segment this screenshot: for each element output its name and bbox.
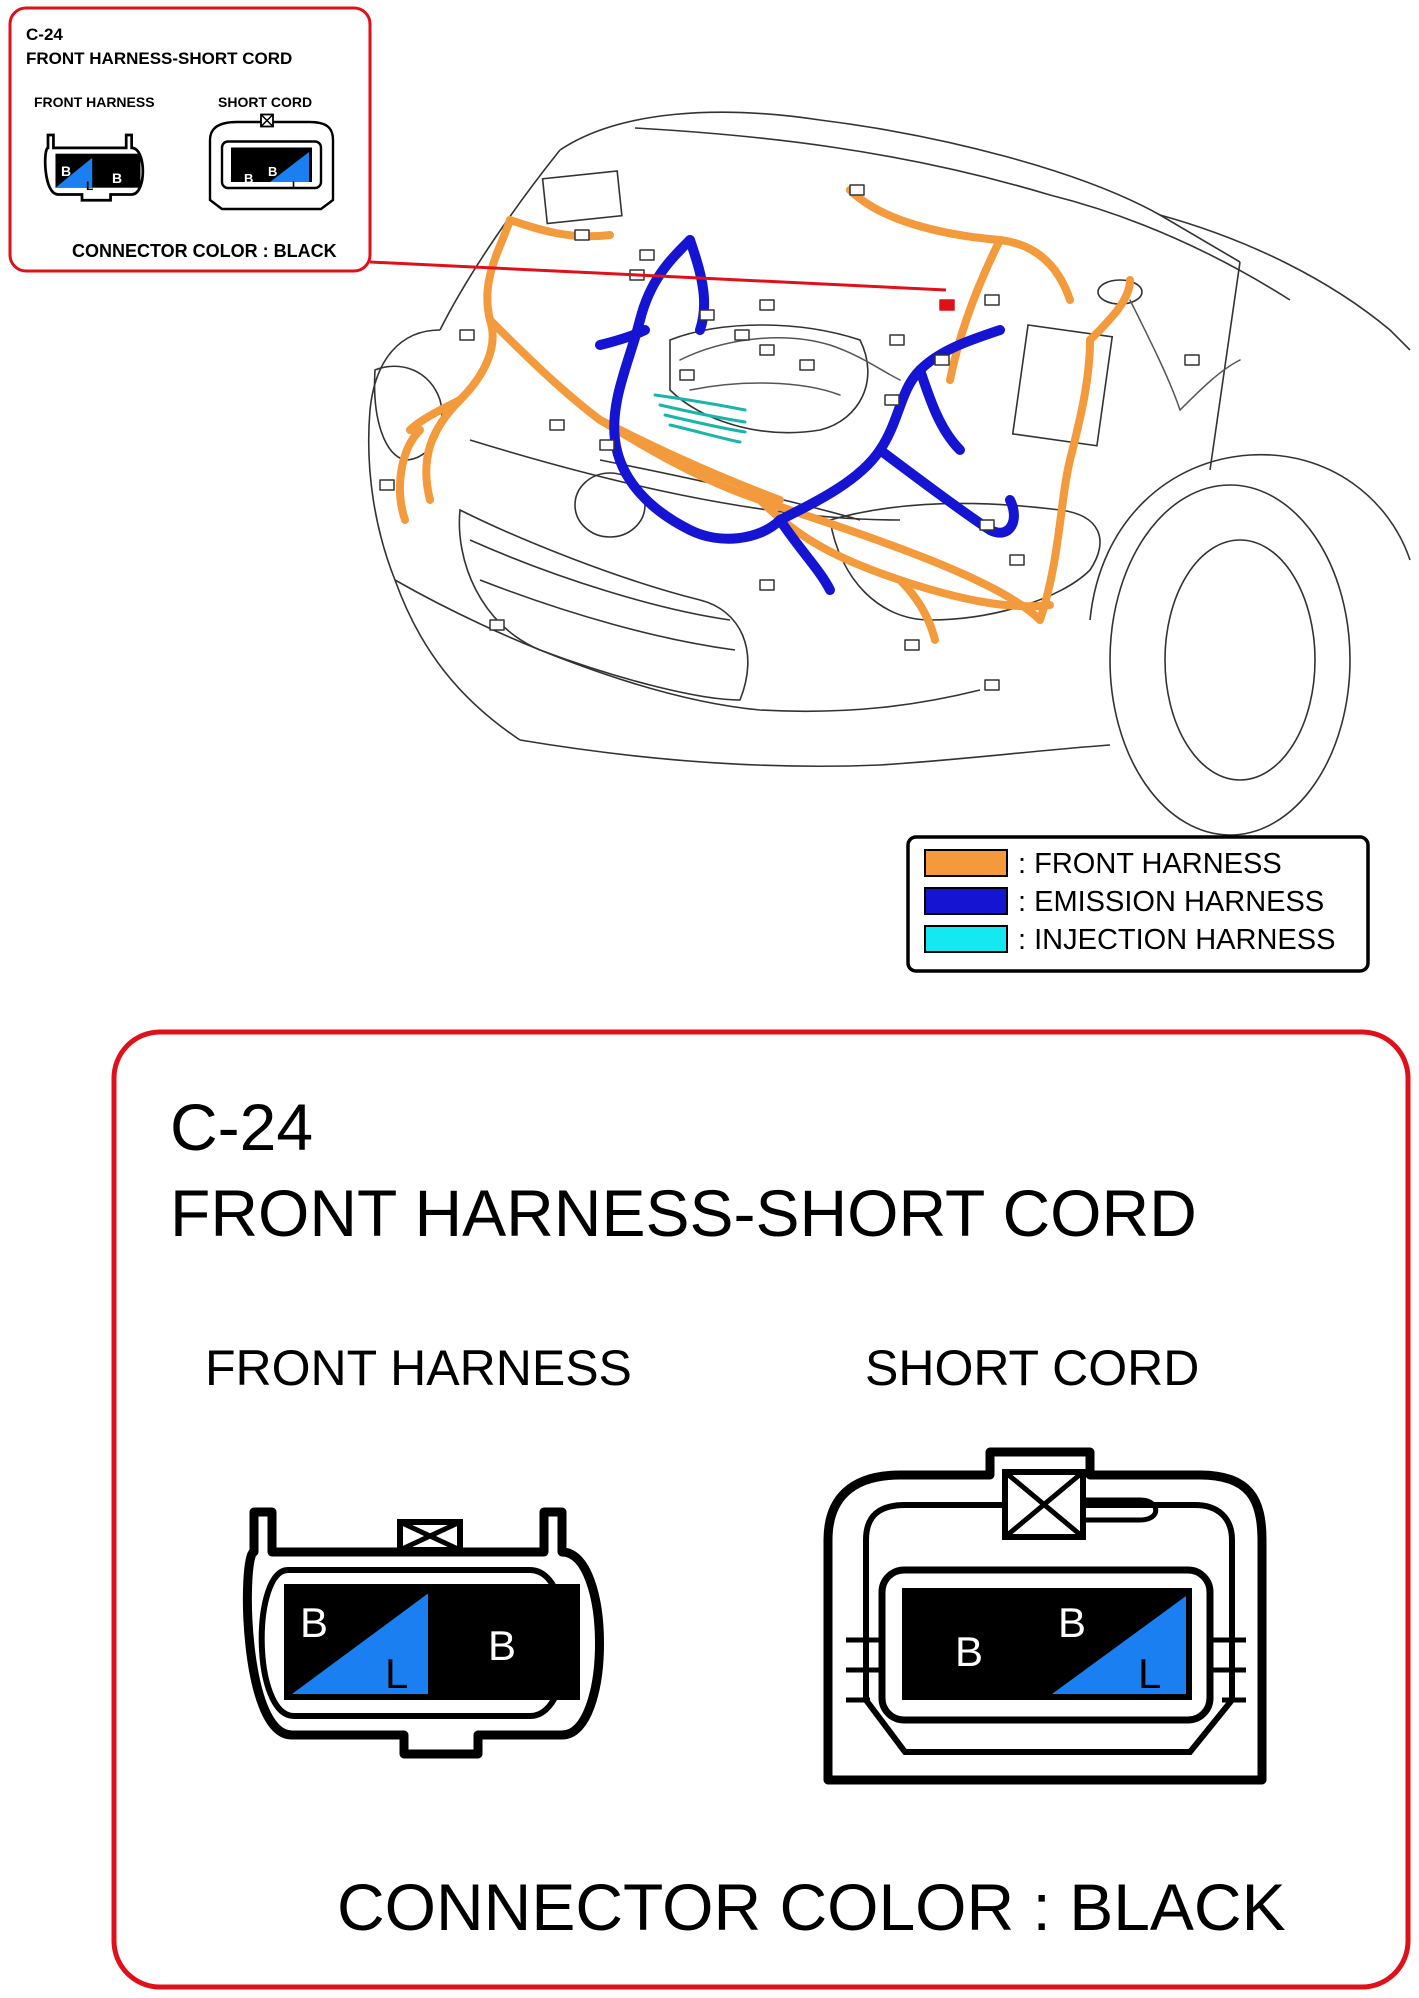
- legend-items: : FRONT HARNESS : EMISSION HARNESS : INJEC…: [924, 848, 1335, 956]
- small-short-cord-connector: [208, 113, 335, 211]
- hood-front-edge: [439, 149, 561, 331]
- windshield-line: [634, 127, 1291, 301]
- fh-pin-b-left: B: [300, 1599, 328, 1646]
- sc-side-ribs-right: [1210, 1637, 1246, 1703]
- small-connector-color: CONNECTOR COLOR : BLACK: [72, 241, 337, 261]
- front-harness-label: FRONT HARNESS: [205, 1340, 632, 1396]
- small-short-cord-label: SHORT CORD: [218, 94, 312, 110]
- short-cord-label: SHORT CORD: [865, 1340, 1199, 1396]
- legend-frame: [906, 835, 1370, 973]
- legend-label-2: : INJECTION HARNESS: [1018, 924, 1335, 956]
- small-fh-pin-b-right: B: [112, 170, 122, 186]
- sc-pin-b-left: B: [955, 1628, 983, 1675]
- small-sc-pin-b-left: B: [244, 171, 253, 186]
- front-harness-wire: [396, 186, 1134, 644]
- left-body-outline: [367, 329, 521, 741]
- sc-pin-l-blue: [1052, 1596, 1186, 1694]
- injection-harness-wire: [653, 393, 747, 444]
- fh-pin-l-blue: [292, 1592, 430, 1694]
- engine-cover: [669, 324, 869, 434]
- small-front-harness-connector: [43, 133, 145, 202]
- connector-color-label: CONNECTOR COLOR : BLACK: [337, 1870, 1286, 1944]
- sc-latch: [1083, 1497, 1159, 1523]
- hood-outline: [559, 111, 1241, 263]
- sc-pin-l: L: [1138, 1650, 1161, 1697]
- sc-lock-cross: [1003, 1470, 1085, 1539]
- lower-grille: [469, 539, 731, 621]
- small-connector-name: FRONT HARNESS-SHORT CORD: [26, 49, 292, 68]
- small-fh-pin-b-left: B: [61, 163, 71, 179]
- harness-wiring: [379, 184, 1241, 691]
- wheel-arch: [1089, 453, 1411, 621]
- sc-inner-frame: [863, 1502, 1235, 1755]
- fh-pin-b-right: B: [488, 1622, 516, 1669]
- fender-side: [1209, 261, 1241, 471]
- large-connector-callout: C-24 FRONT HARNESS-SHORT CORD FRONT HARN…: [111, 1029, 1411, 1990]
- radiator-support: [469, 439, 901, 521]
- battery-box: [1011, 324, 1114, 447]
- sc-pin-b-right: B: [1058, 1599, 1086, 1646]
- legend-label-1: : EMISSION HARNESS: [1018, 886, 1324, 918]
- misc-wiring: [679, 299, 1241, 411]
- lower-grille-2: [479, 579, 736, 651]
- small-fh-pin-l: L: [86, 179, 93, 193]
- legend-label-0: : FRONT HARNESS: [1018, 848, 1282, 880]
- small-connector-callout: C-24 FRONT HARNESS-SHORT CORD FRONT HARN…: [8, 6, 947, 292]
- legend-swatch-0: [924, 849, 1008, 877]
- front-wheel-outer: [1109, 484, 1351, 836]
- small-connector-id: C-24: [26, 25, 63, 44]
- fender-top: [1159, 214, 1411, 351]
- fh-lock-cross: [398, 1519, 462, 1553]
- small-sc-pin-l: L: [292, 180, 299, 192]
- small-sc-pin-b-right: B: [268, 164, 277, 179]
- front-bumper-lower: [394, 579, 981, 713]
- callout-leader-line: [369, 260, 947, 292]
- bumper-bottom: [519, 739, 1111, 768]
- legend-swatch-2: [924, 925, 1008, 953]
- fh-pin-l: L: [385, 1650, 408, 1697]
- legend-swatch-1: [924, 887, 1008, 915]
- fuse-box: [541, 170, 623, 225]
- small-front-harness-label: FRONT HARNESS: [34, 94, 155, 110]
- front-wheel-inner: [1164, 539, 1316, 781]
- sc-side-ribs-left: [846, 1637, 882, 1703]
- harness-legend: : FRONT HARNESS : EMISSION HARNESS : INJEC…: [906, 835, 1370, 973]
- short-cord-connector: B B L: [823, 1447, 1267, 1785]
- connector-name: FRONT HARNESS-SHORT CORD: [170, 1176, 1197, 1250]
- connector-id: C-24: [170, 1090, 313, 1164]
- front-harness-connector: B L B: [242, 1507, 604, 1759]
